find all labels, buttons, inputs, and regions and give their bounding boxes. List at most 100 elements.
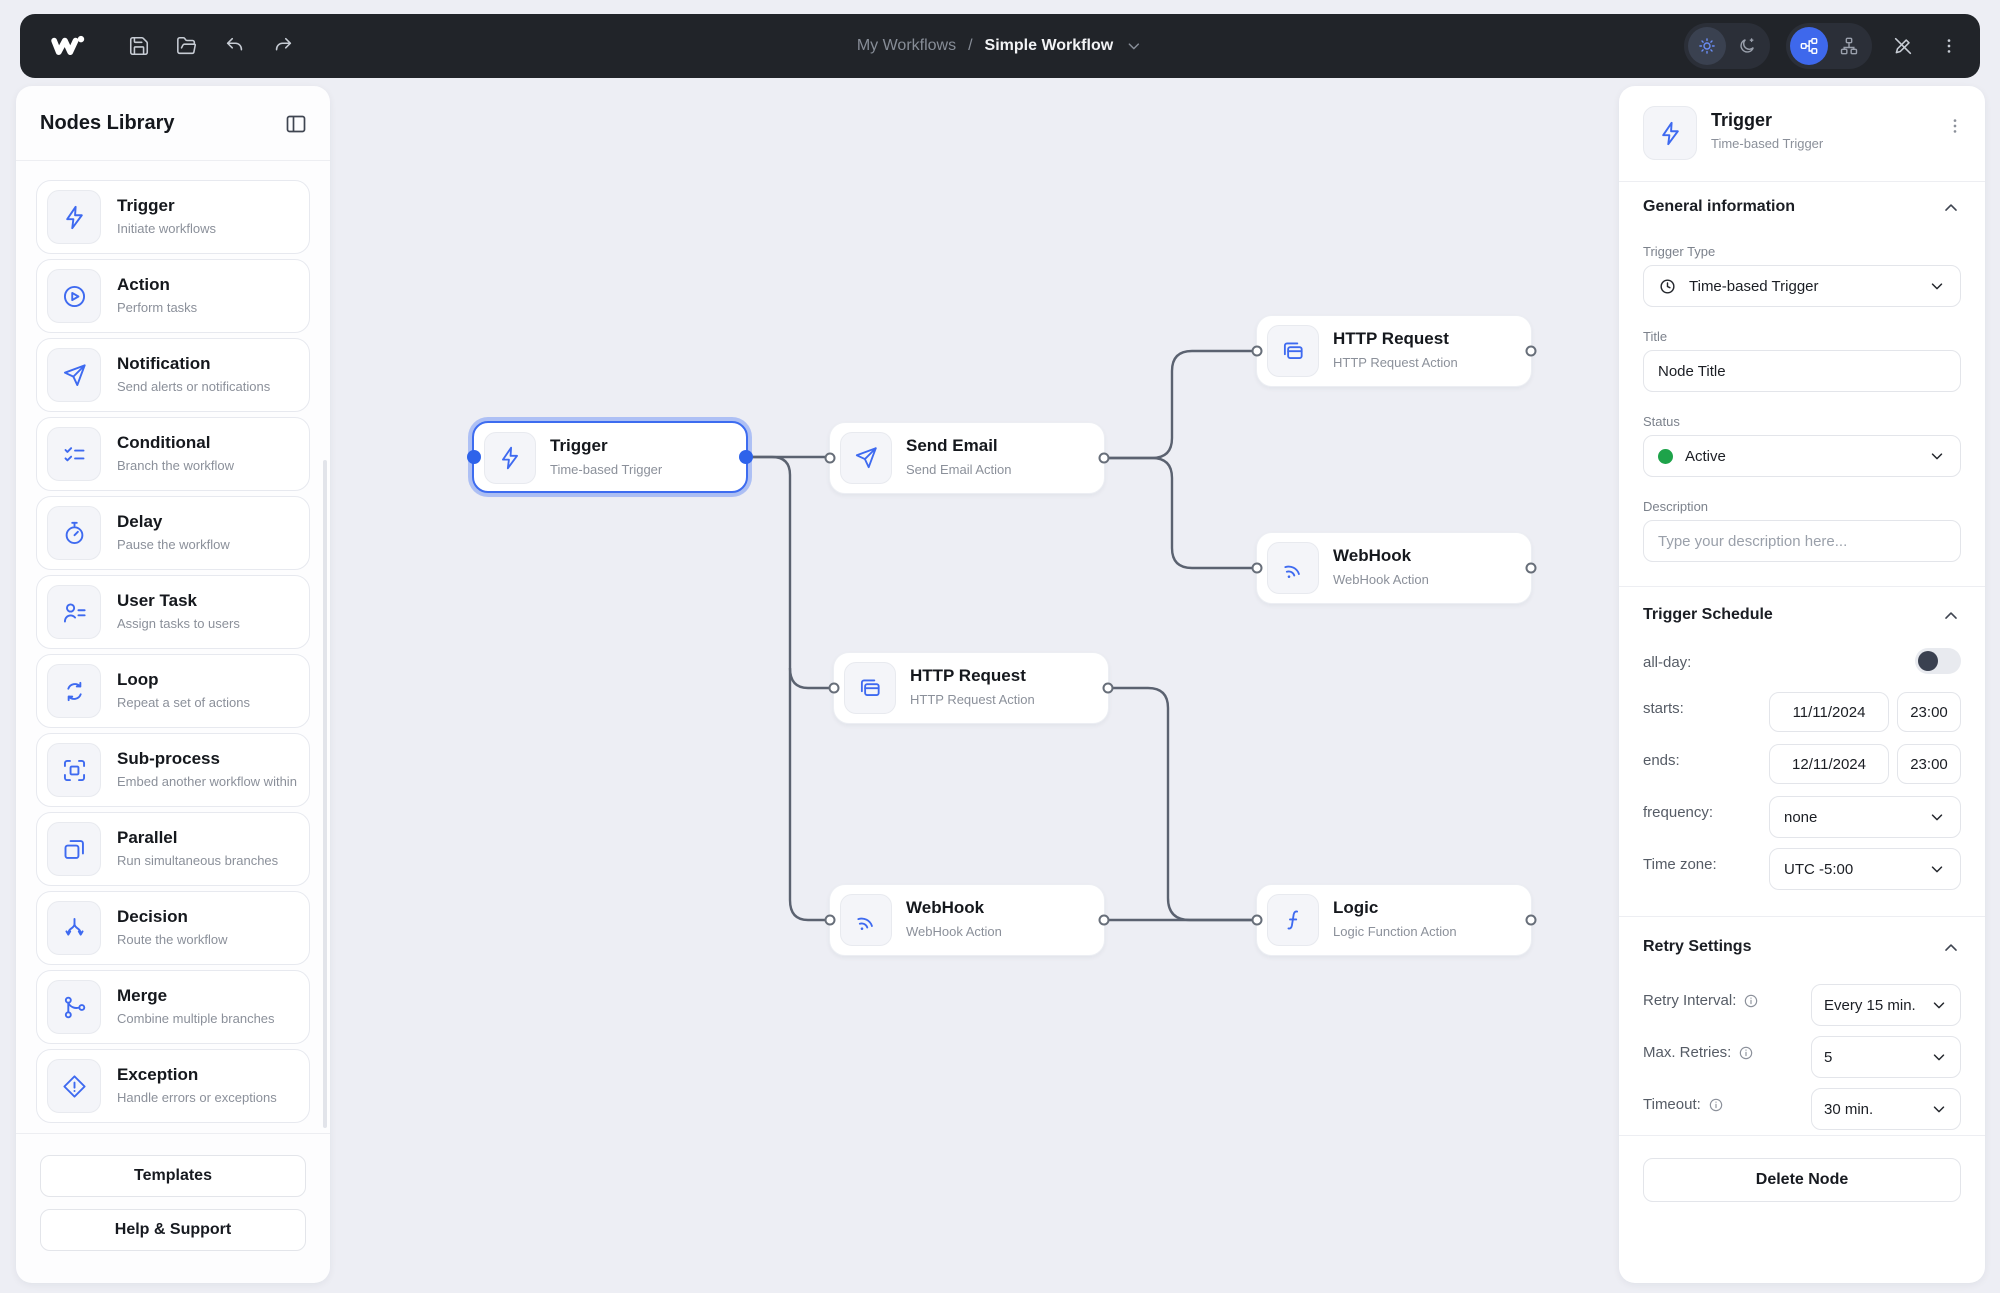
node-trigger[interactable]: Trigger Time-based Trigger (467, 421, 753, 493)
templates-button[interactable]: Templates (40, 1155, 306, 1197)
output-port[interactable] (1525, 345, 1537, 357)
starts-time-input[interactable]: 23:00 (1897, 692, 1961, 732)
vertical-layout-button[interactable] (1830, 27, 1868, 65)
library-item-parallel[interactable]: Parallel Run simultaneous branches (36, 812, 310, 886)
output-port[interactable] (1525, 914, 1537, 926)
node-webhook-bottom[interactable]: WebHook WebHook Action (824, 884, 1110, 956)
info-icon[interactable] (1743, 993, 1759, 1009)
output-port[interactable] (1102, 682, 1114, 694)
chevron-down-icon (1928, 277, 1946, 295)
input-port[interactable] (824, 914, 836, 926)
info-icon[interactable] (1708, 1097, 1724, 1113)
workflow-switcher-chevron-icon[interactable] (1125, 37, 1143, 55)
library-item-notification[interactable]: Notification Send alerts or notification… (36, 338, 310, 412)
collapse-section-chevron-icon[interactable] (1941, 606, 1961, 626)
node-http-request-top[interactable]: HTTP Request HTTP Request Action (1251, 315, 1537, 387)
retry-interval-value: Every 15 min. (1824, 996, 1916, 1014)
library-item-sub-process[interactable]: Sub-process Embed another workflow withi… (36, 733, 310, 807)
help-support-button[interactable]: Help & Support (40, 1209, 306, 1251)
kebab-menu-icon (1939, 36, 1959, 56)
timeout-select[interactable]: 30 min. (1811, 1088, 1961, 1130)
edge-httpmid-logic (1109, 686, 1256, 922)
info-icon[interactable] (1738, 1045, 1754, 1061)
max-retries-value: 5 (1824, 1048, 1833, 1066)
parallel-icon (47, 822, 101, 876)
section-retry-settings: Retry Settings (1643, 938, 1752, 955)
trigger-type-label: Trigger Type (1643, 244, 1716, 259)
node-properties-panel: Trigger Time-based Trigger General infor… (1619, 86, 1985, 1283)
node-subtitle: HTTP Request Action (1333, 355, 1458, 370)
frequency-select[interactable]: none (1769, 796, 1961, 838)
checklist-icon (47, 427, 101, 481)
node-title: HTTP Request (910, 666, 1026, 685)
node-send-email[interactable]: Send Email Send Email Action (824, 422, 1110, 494)
input-port[interactable] (824, 452, 836, 464)
frequency-value: none (1784, 808, 1818, 826)
output-port[interactable] (1098, 914, 1110, 926)
collapse-section-chevron-icon[interactable] (1941, 198, 1961, 218)
collapse-panel-icon[interactable] (284, 112, 308, 136)
dark-theme-button[interactable] (1728, 27, 1766, 65)
status-select[interactable]: Active (1643, 435, 1961, 477)
retry-interval-select[interactable]: Every 15 min. (1811, 984, 1961, 1026)
panel-kebab-menu-icon[interactable] (1945, 116, 1965, 136)
node-logic[interactable]: Logic Logic Function Action (1251, 884, 1537, 956)
node-subtitle: Time-based Trigger (550, 462, 663, 477)
ends-date-input[interactable]: 12/11/2024 (1769, 744, 1889, 784)
node-http-request-mid[interactable]: HTTP Request HTTP Request Action (828, 652, 1114, 724)
status-value: Active (1685, 447, 1726, 465)
sidebar-scrollbar[interactable] (323, 460, 327, 1128)
horizontal-layout-button[interactable] (1790, 27, 1828, 65)
breadcrumb-parent[interactable]: My Workflows (856, 37, 957, 54)
status-label: Status (1643, 414, 1680, 429)
ends-time-input[interactable]: 23:00 (1897, 744, 1961, 784)
exception-icon (47, 1059, 101, 1113)
library-item-trigger[interactable]: Trigger Initiate workflows (36, 180, 310, 254)
node-title-input[interactable] (1643, 350, 1961, 392)
collapse-section-chevron-icon[interactable] (1941, 938, 1961, 958)
more-options-button[interactable] (1934, 27, 1964, 65)
undo-icon[interactable] (224, 35, 246, 57)
save-icon[interactable] (128, 35, 150, 57)
node-title: WebHook (906, 898, 985, 917)
divider (16, 1133, 330, 1134)
node-webhook-right[interactable]: WebHook WebHook Action (1251, 532, 1537, 604)
delete-node-button[interactable]: Delete Node (1643, 1158, 1961, 1202)
library-item-exception[interactable]: Exception Handle errors or exceptions (36, 1049, 310, 1123)
lightning-icon (484, 432, 536, 484)
timezone-select[interactable]: UTC -5:00 (1769, 848, 1961, 890)
trigger-type-value: Time-based Trigger (1689, 277, 1819, 295)
input-port[interactable] (828, 682, 840, 694)
output-port[interactable] (1525, 562, 1537, 574)
library-item-user-task[interactable]: User Task Assign tasks to users (36, 575, 310, 649)
max-retries-select[interactable]: 5 (1811, 1036, 1961, 1078)
library-item-loop[interactable]: Loop Repeat a set of actions (36, 654, 310, 728)
input-port[interactable] (1251, 345, 1263, 357)
input-port[interactable] (1251, 914, 1263, 926)
redo-icon[interactable] (272, 35, 294, 57)
all-day-toggle[interactable] (1915, 648, 1961, 674)
starts-date-input[interactable]: 11/11/2024 (1769, 692, 1889, 732)
light-theme-button[interactable] (1688, 27, 1726, 65)
moon-icon (1737, 36, 1757, 56)
all-day-label: all-day: (1643, 654, 1692, 671)
panel-node-subtitle: Time-based Trigger (1711, 136, 1824, 151)
ends-label: ends: (1643, 752, 1680, 769)
node-subtitle: Send Email Action (906, 462, 1012, 477)
layout-toggle (1786, 23, 1872, 69)
open-folder-icon[interactable] (176, 35, 198, 57)
edit-off-button[interactable] (1888, 27, 1918, 65)
output-port[interactable] (739, 450, 753, 464)
trigger-type-select[interactable]: Time-based Trigger (1643, 265, 1961, 307)
library-item-delay[interactable]: Delay Pause the workflow (36, 496, 310, 570)
library-item-action[interactable]: Action Perform tasks (36, 259, 310, 333)
library-item-decision[interactable]: Decision Route the workflow (36, 891, 310, 965)
frequency-label: frequency: (1643, 804, 1714, 821)
library-item-merge[interactable]: Merge Combine multiple branches (36, 970, 310, 1044)
input-port[interactable] (1251, 562, 1263, 574)
input-port[interactable] (467, 450, 481, 464)
description-input[interactable] (1643, 520, 1961, 562)
library-item-conditional[interactable]: Conditional Branch the workflow (36, 417, 310, 491)
output-port[interactable] (1098, 452, 1110, 464)
breadcrumb-current: Simple Workflow (984, 37, 1114, 54)
